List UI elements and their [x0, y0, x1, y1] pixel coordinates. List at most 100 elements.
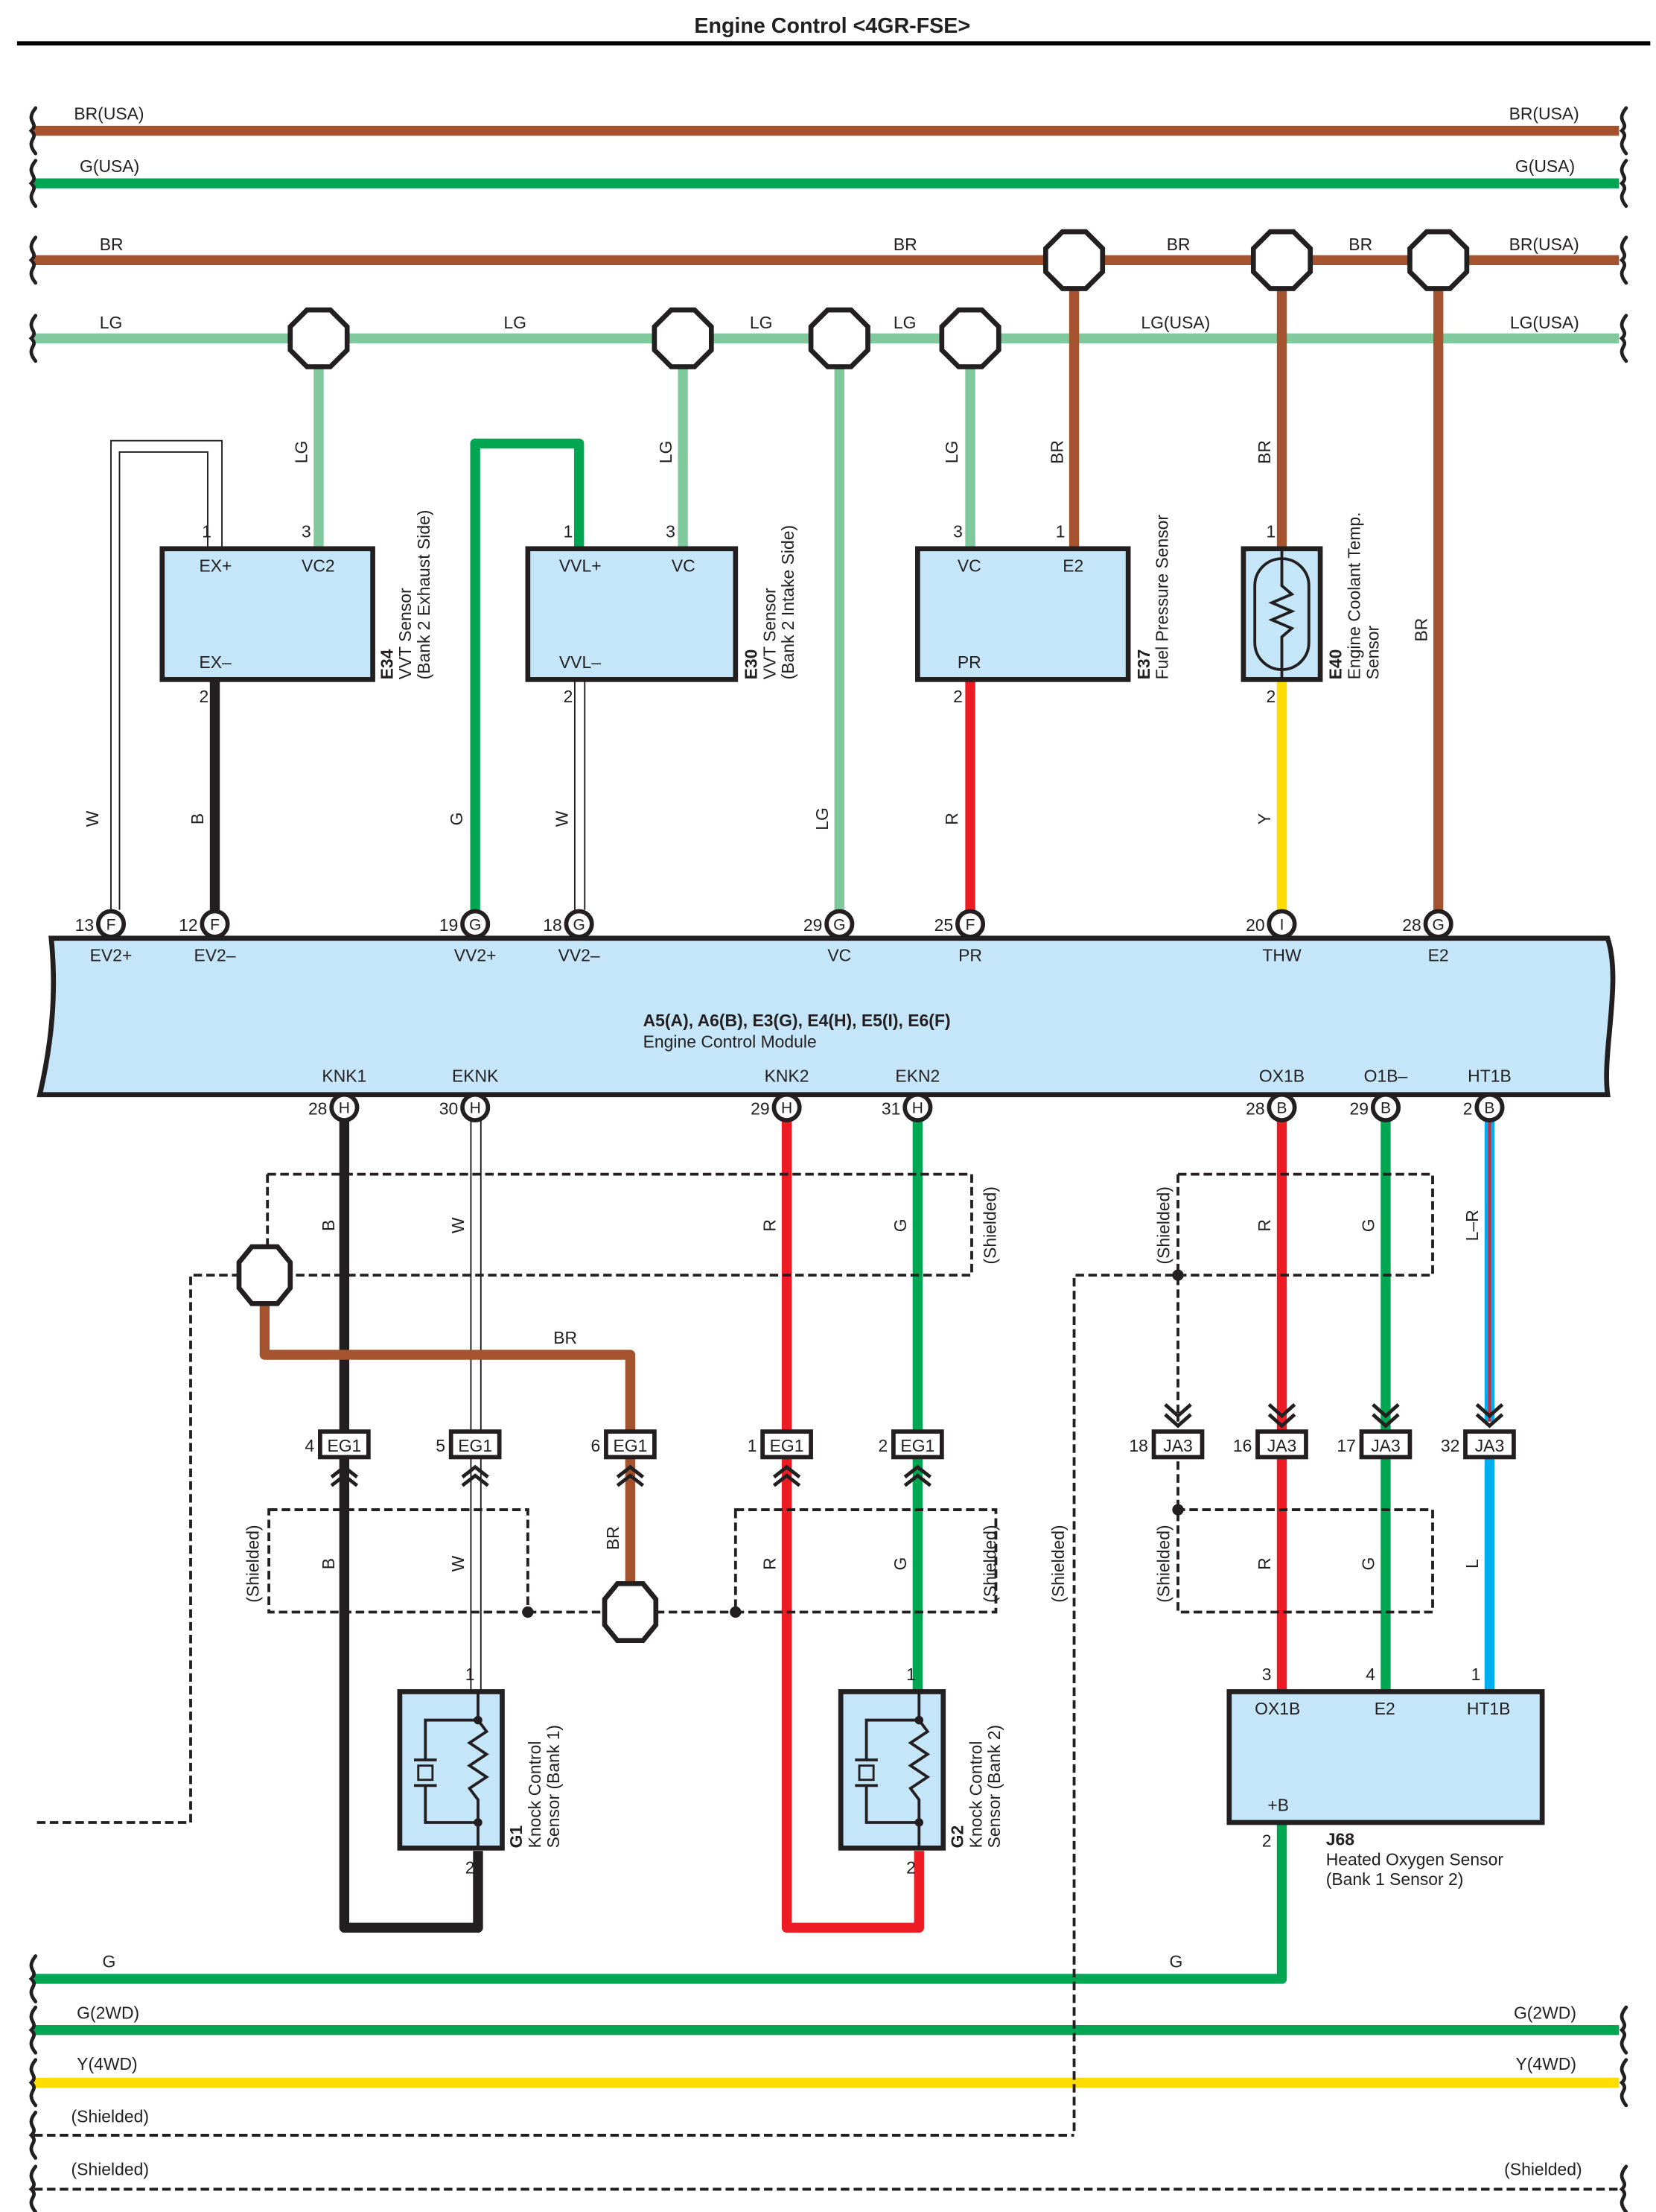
ecm-top-pin-ev2-circle	[200, 909, 230, 939]
ecm-bottom-pin-eknk-circle	[460, 1092, 491, 1122]
chevron-up-icon	[772, 1473, 801, 1487]
wire-color-label: BR	[1255, 440, 1274, 464]
chevron-down-icon	[1475, 1403, 1504, 1419]
bus-top-brace-right	[1619, 314, 1628, 363]
j68-subtitle: (Bank 1 Sensor 2)	[1326, 1869, 1464, 1889]
ecm-top-pin-ev2-connector-letter: F	[210, 916, 220, 933]
j68-pin3-number: 3	[1262, 1665, 1272, 1684]
connector-ja3-17-code: JA3	[1371, 1436, 1401, 1455]
bus-label-g-2wd-left: G(2WD)	[77, 2003, 139, 2022]
shield-o2-upper	[1072, 1172, 1434, 2135]
ecm-bottom-pin-knk2-circle	[771, 1092, 802, 1122]
chevron-up-icon	[903, 1473, 932, 1487]
e34-pin1-number: 1	[202, 522, 211, 541]
wire-knk1	[339, 1120, 483, 1933]
e30-pin3-number: 3	[666, 522, 675, 541]
j68-code: J68	[1326, 1830, 1354, 1849]
bus-top-brace-right	[1619, 106, 1628, 156]
bus-bottom-brace-right	[1619, 2058, 1628, 2108]
ecm-top-pin-thw-pin-number: 20	[1246, 915, 1264, 935]
shielded-label: (Shielded)	[1048, 1525, 1068, 1602]
bus-bottom-brace-right	[1619, 2005, 1628, 2055]
chevron-down-icon	[1164, 1413, 1192, 1428]
e30-code: E30	[741, 649, 760, 680]
connector-eg1-5-box	[448, 1429, 502, 1460]
wire-br-drain	[259, 1303, 636, 1587]
g1-pin1-number: 1	[465, 1665, 475, 1684]
text-layer: Engine Control <4GR-FSE> BR(USA)BR(USA)G…	[71, 14, 1582, 2178]
connector-eg1-4-code: EG1	[327, 1436, 361, 1455]
ecm-bottom-pin-knk1-connector-letter: H	[339, 1100, 350, 1117]
connector-eg1-6-box	[604, 1429, 657, 1460]
ecm-bottom-pin-knk2-connector-letter: H	[781, 1100, 792, 1117]
g1-pin2-number: 2	[465, 1858, 475, 1878]
e34-pin-ex-minus: EX–	[199, 652, 232, 672]
ecm-top-pin-e2-pin-number: 28	[1402, 915, 1421, 935]
ecm-pin-name: THW	[1262, 945, 1302, 964]
wire-color-label: G	[891, 1218, 910, 1232]
ecm-bottom-pin-ht1b-pin-number: 2	[1463, 1099, 1473, 1118]
shield-junction-dot	[1172, 1269, 1184, 1281]
ecm-bottom-pin-eknk-connector-letter: H	[470, 1100, 481, 1117]
shield-knock-upper	[34, 1172, 973, 1824]
ecm-bottom-pin-ht1b-connector-letter: B	[1484, 1100, 1494, 1117]
chevron-up-icon	[616, 1473, 645, 1487]
component-e37	[915, 546, 1131, 682]
ecm-top-pin-thw-connector-letter: I	[1280, 916, 1284, 933]
node-dot	[914, 1818, 924, 1827]
g1-code: G1	[506, 1825, 526, 1849]
chevron-up-icon	[616, 1464, 645, 1479]
connector-ja3-32-box	[1463, 1429, 1516, 1460]
ecm-bottom-pin-o1b-connector-letter: B	[1380, 1100, 1391, 1117]
junction-shield-drain-lower	[602, 1580, 659, 1644]
e40-name: Engine Coolant Temp.	[1345, 512, 1364, 680]
ecm-top-pin-vc-pin-number: 29	[803, 915, 822, 935]
chevron-up-icon	[330, 1464, 359, 1479]
bus-label-br-seg: BR	[894, 235, 917, 254]
connector-ja3-16-box	[1255, 1429, 1308, 1460]
wire-color-label: G	[891, 1557, 910, 1571]
junction-br	[1250, 229, 1313, 291]
junction-shield-drain-upper	[236, 1244, 293, 1306]
e34-name: VVT Sensor	[395, 588, 415, 679]
j68-pin4-number: 4	[1366, 1665, 1375, 1684]
e30-pin2-number: 2	[564, 687, 573, 706]
resistor-icon	[908, 1691, 931, 1849]
bus-top-brace-left	[28, 159, 38, 209]
ecm-top-pin-e2-circle	[1423, 909, 1453, 939]
g2-pin1-number: 1	[906, 1665, 916, 1684]
wire-color-label: L–R	[1462, 1210, 1482, 1241]
wire-color-label: G	[447, 813, 466, 826]
wire-color-label: R	[1255, 1219, 1274, 1232]
e34-pin2-number: 2	[199, 687, 208, 706]
j68-pin-plus-b: +B	[1267, 1796, 1289, 1815]
node-dot	[474, 1818, 483, 1827]
shielded-label: (Shielded)	[1154, 1186, 1173, 1264]
ecm-pin-name: VV2+	[454, 945, 497, 964]
bus-label-g-left: G	[103, 1952, 116, 1971]
ecm-bottom-pin-ox1b-pin-number: 28	[1246, 1099, 1264, 1118]
g2-code: G2	[948, 1825, 967, 1849]
e37-code: E37	[1134, 649, 1153, 680]
component-g1	[397, 1689, 505, 1851]
ecm-pin-name: PR	[958, 945, 982, 964]
e37-pin3-number: 3	[953, 522, 963, 541]
e30-name: VVT Sensor	[759, 588, 779, 679]
wire-color-label: W	[448, 1555, 468, 1571]
bus-label-br-seg: BR	[1167, 235, 1191, 254]
wire-color-label: W	[552, 810, 571, 827]
j68-pin-ht1b: HT1B	[1467, 1699, 1511, 1718]
g1-subtitle: Sensor (Bank 1)	[544, 1725, 563, 1848]
bus-bottom-brace-right	[1619, 2164, 1628, 2212]
g2-pin2-number: 2	[906, 1858, 916, 1878]
ecm-bottom-pin-o1b-pin-number: 29	[1350, 1099, 1369, 1118]
e37-pin-pr: PR	[958, 652, 981, 672]
connector-eg1-2-pin-number: 2	[878, 1436, 888, 1455]
connector-ja3-18-box	[1151, 1429, 1205, 1460]
ecm-top-pin-vv2-circle	[564, 909, 594, 939]
wire-color-label-br: BR	[553, 1328, 577, 1347]
ecm-bottom-pin-o1b-circle	[1370, 1092, 1401, 1122]
connector-ja3-32-code: JA3	[1475, 1436, 1505, 1455]
ecm-top-pin-vc-connector-letter: G	[833, 916, 845, 933]
wire-color-label: B	[188, 813, 207, 824]
